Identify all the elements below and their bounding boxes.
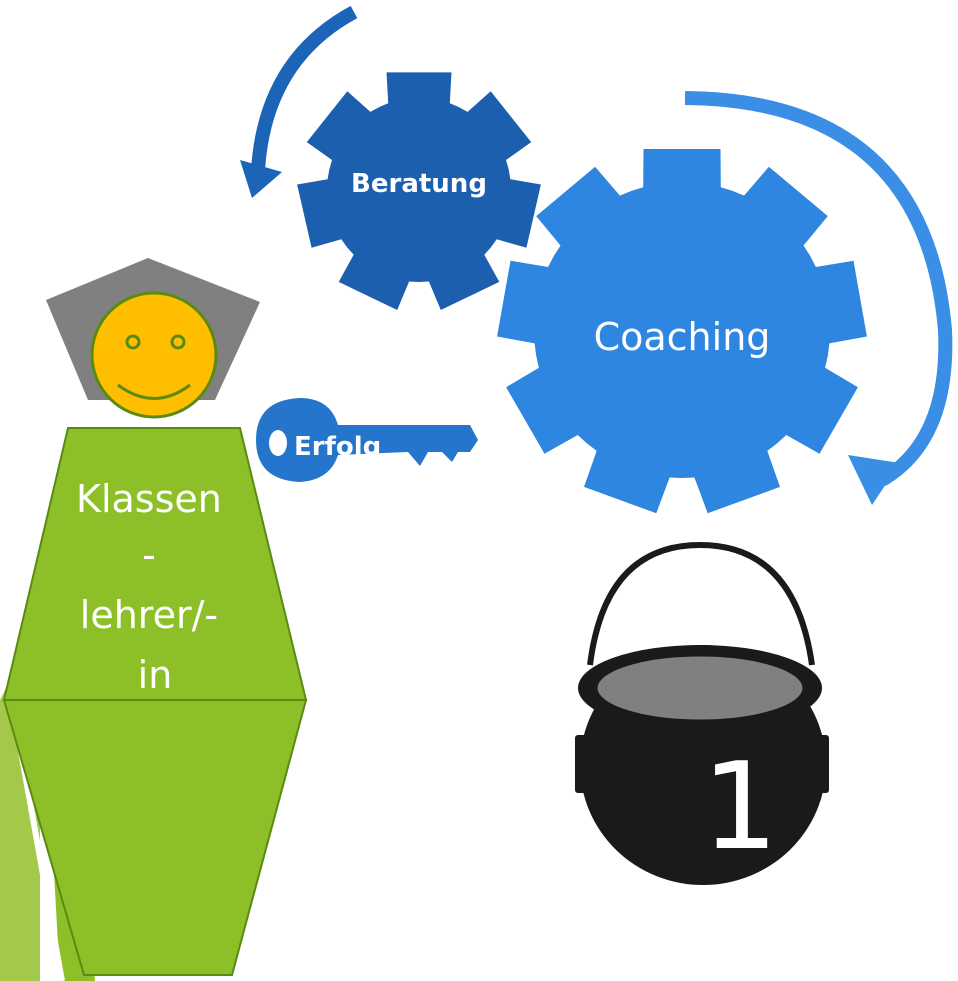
figure-eye-left xyxy=(125,334,141,350)
key-hole xyxy=(269,430,287,456)
figure-eye-right xyxy=(170,334,186,350)
gear-large: Coaching xyxy=(497,149,867,514)
cycle-arrow-large xyxy=(684,91,953,505)
pot-rim-inner xyxy=(594,653,806,723)
gear-large-label: Coaching xyxy=(594,315,771,359)
pot-number: 1 xyxy=(702,738,778,877)
gear-small: Beratung xyxy=(297,72,541,311)
teacher-figure: Klassen - lehrer/- in xyxy=(2,258,308,976)
figure-body-lower xyxy=(2,699,308,976)
pot-handle xyxy=(587,541,815,666)
pot-side-left xyxy=(575,735,589,793)
figure-head xyxy=(90,291,218,419)
key-label: Erfolg xyxy=(294,432,381,462)
figure-label: Klassen - lehrer/- in xyxy=(76,477,234,697)
gear-small-label: Beratung xyxy=(351,169,487,199)
cycle-arrow-small xyxy=(240,5,358,198)
figure-smile xyxy=(117,383,191,400)
pot-icon: 1 xyxy=(575,541,829,885)
figure-label-line-2: - xyxy=(142,533,156,577)
pot-side-right xyxy=(815,735,829,793)
figure-label-line-1: Klassen xyxy=(76,477,222,521)
key-icon: Erfolg xyxy=(256,398,478,482)
figure-label-line-3: lehrer/- xyxy=(80,593,218,637)
figure-label-line-4: in xyxy=(138,653,173,697)
